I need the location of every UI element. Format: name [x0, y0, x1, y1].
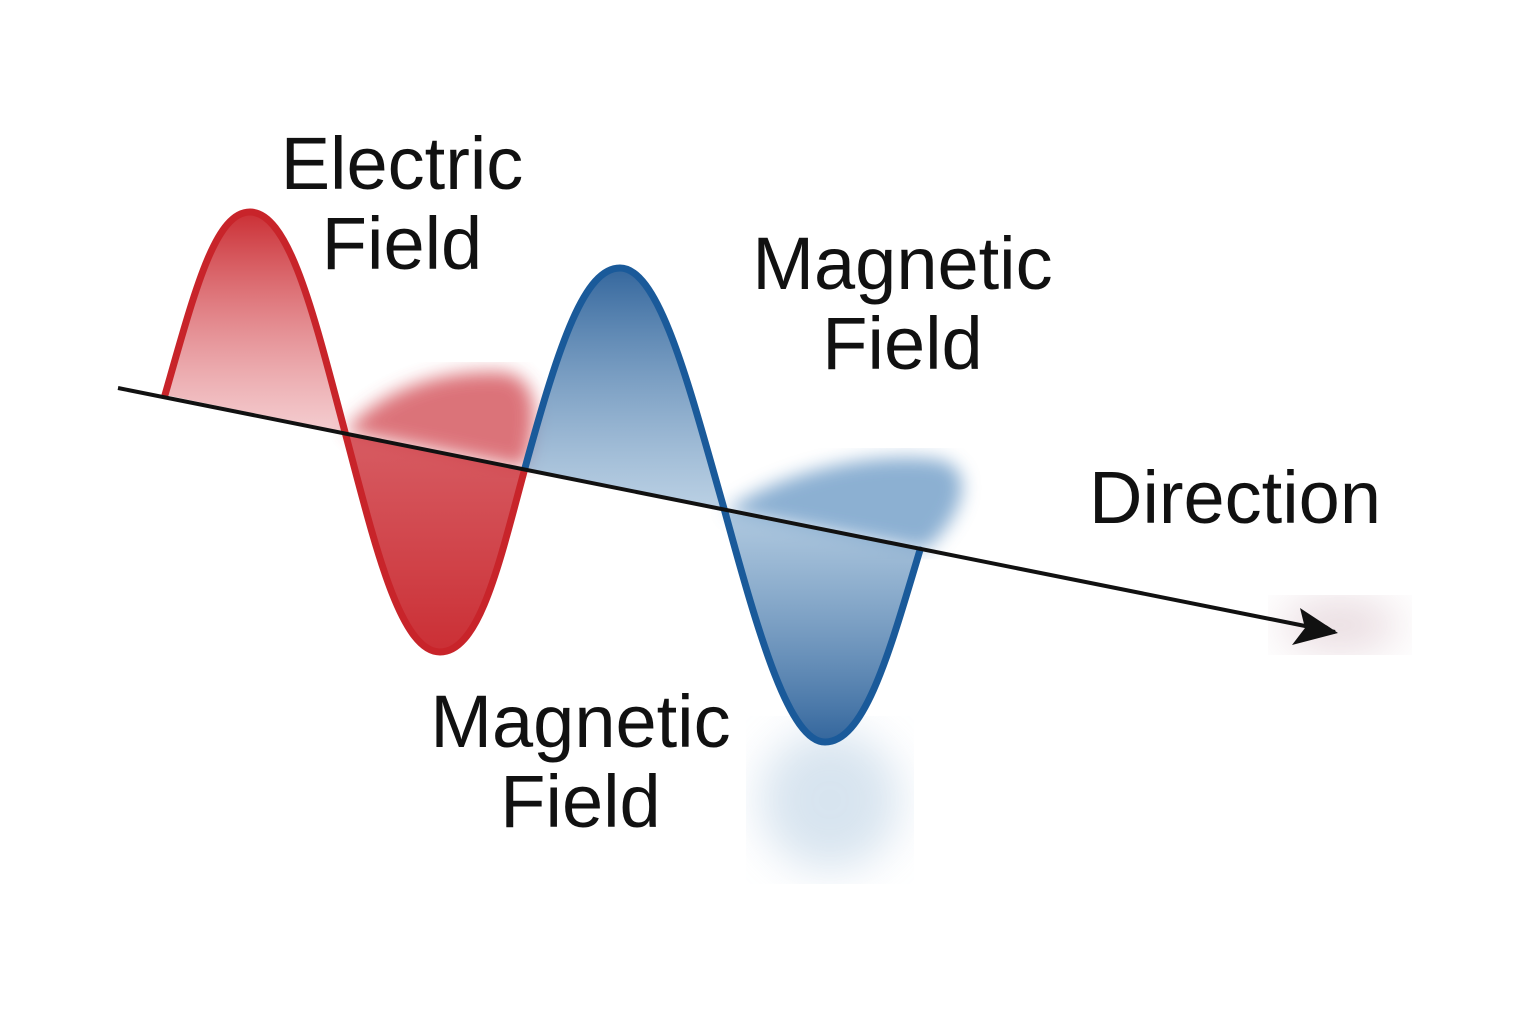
- electric-wave-fill-upper: [165, 212, 345, 432]
- direction-axis-arrow: [117, 386, 1337, 635]
- magnetic-field-top-line2: Field: [822, 302, 983, 385]
- electric-field-label-line2: Field: [321, 202, 483, 285]
- magnetic-wave-fill-lower: [725, 512, 920, 742]
- magnetic-field-label-bottom: Magnetic Field: [408, 682, 753, 842]
- electric-field-label: Electric Field: [262, 124, 542, 284]
- arrow-head-icon: [1292, 608, 1338, 645]
- blue-shadow: [760, 730, 900, 870]
- electric-field-label-line1: Electric: [280, 122, 524, 205]
- magnetic-field-label-top: Magnetic Field: [730, 224, 1075, 384]
- magnetic-field-top-line1: Magnetic: [752, 222, 1053, 305]
- magnetic-wave-line: [521, 264, 924, 746]
- blue-blur-lobe: [725, 457, 963, 550]
- direction-label: Direction: [1089, 456, 1381, 539]
- magnetic-wave-fill-upper: [525, 268, 725, 512]
- red-blur-lobe: [345, 371, 535, 468]
- electric-wave-fill-lower: [345, 432, 525, 652]
- magnetic-field-bottom-line2: Field: [500, 760, 661, 843]
- magnetic-field-bottom-line1: Magnetic: [430, 680, 731, 763]
